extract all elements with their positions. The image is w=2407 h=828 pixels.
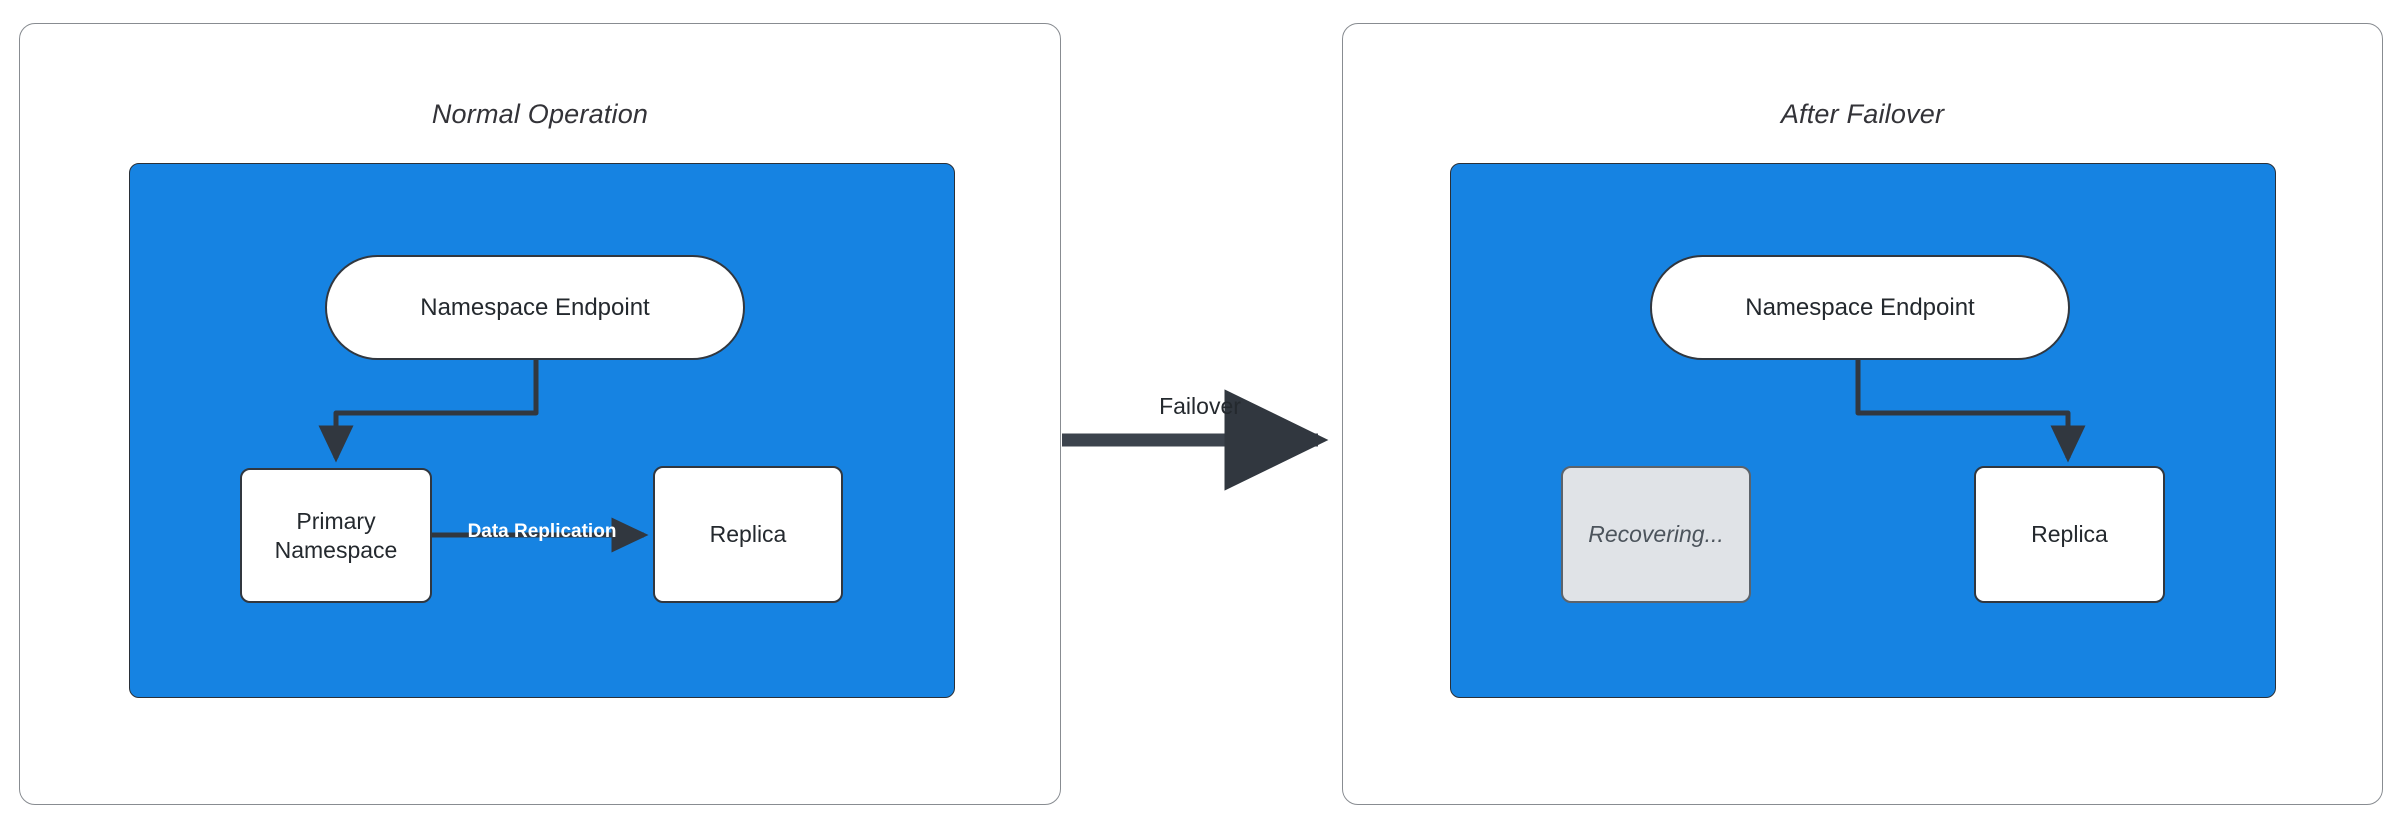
- node-namespace-endpoint-normal[interactable]: Namespace Endpoint: [325, 255, 745, 360]
- node-primary-namespace-line2: Namespace: [274, 536, 398, 563]
- node-primary-namespace-label: Primary Namespace: [275, 507, 398, 564]
- node-replica-normal[interactable]: Replica: [653, 466, 843, 603]
- failover-label: Failover: [1159, 393, 1241, 419]
- node-namespace-endpoint-failover[interactable]: Namespace Endpoint: [1650, 255, 2070, 360]
- node-primary-namespace[interactable]: Primary Namespace: [240, 468, 432, 603]
- cluster-normal-operation: [129, 163, 955, 698]
- node-recovering[interactable]: Recovering...: [1561, 466, 1751, 603]
- edge-label-data-replication: Data Replication: [467, 521, 617, 542]
- node-primary-namespace-line1: Primary: [296, 507, 376, 534]
- panel-title-after-failover: After Failover: [1780, 99, 1945, 129]
- panel-title-normal-operation: Normal Operation: [431, 99, 649, 129]
- node-replica-failover[interactable]: Replica: [1974, 466, 2165, 603]
- cluster-after-failover: [1450, 163, 2276, 698]
